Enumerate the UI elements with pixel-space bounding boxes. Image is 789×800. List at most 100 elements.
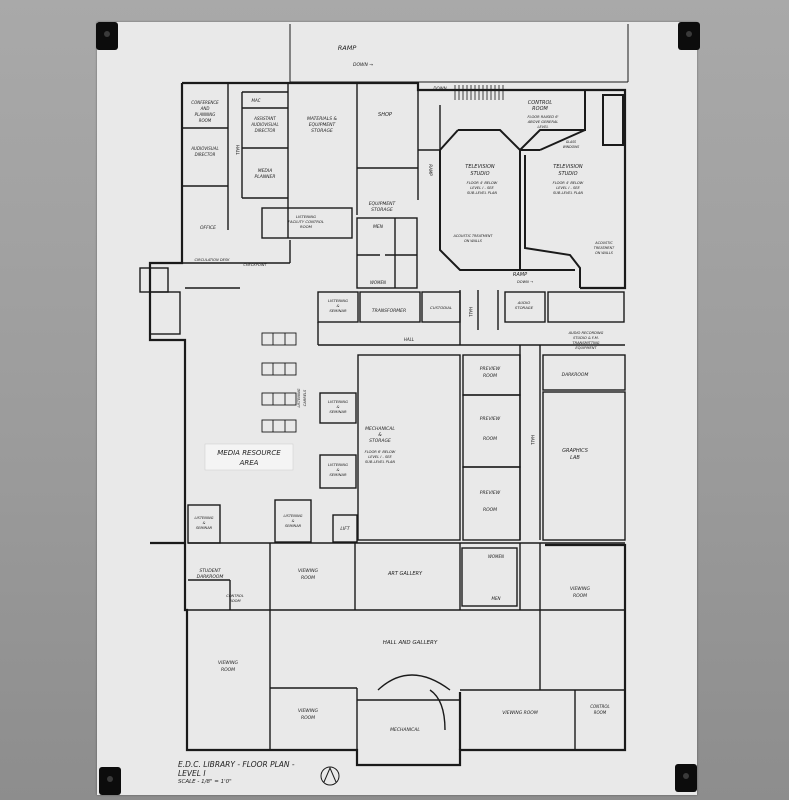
label-mechanical-note: SUB-LEVEL PLAN — [365, 460, 395, 464]
label-control-room-br: CONTROL — [590, 704, 610, 709]
label-listening-seminar-2: SEMINAR — [329, 409, 347, 414]
label-glass-windows: GLASS — [566, 140, 576, 144]
label-down-stair: DOWN — [433, 86, 446, 91]
title-block: E.D.C. LIBRARY - FLOOR PLAN - LEVEL I SC… — [178, 760, 296, 792]
label-viewing-room-left: ROOM — [221, 667, 235, 673]
label-preview-1: ROOM — [483, 373, 497, 379]
label-audio-recording: STUDIO & F.M. — [573, 336, 599, 340]
label-control-room-br: ROOM — [594, 710, 607, 715]
label-ramp-down: RAMP — [513, 272, 527, 278]
corner-clip — [678, 22, 700, 50]
label-darkroom: DARKROOM — [562, 372, 589, 378]
label-listening-carrels: CARRELS — [303, 389, 307, 406]
label-conference: AND — [200, 106, 210, 111]
label-women-bottom: WOMEN — [488, 554, 504, 559]
label-tv-studio-2-note: FLOOR 4' BELOW — [553, 181, 584, 185]
label-equipment-storage: EQUIPMENT — [369, 201, 397, 207]
label-control-room-small: CONTROL — [226, 594, 244, 598]
plan-scale: SCALE - 1/8" = 1'0" — [178, 779, 232, 785]
media-resource-label-card — [204, 443, 294, 471]
label-down-top: DOWN → — [353, 62, 373, 68]
label-mac: MAC — [252, 98, 261, 103]
label-control-room: CONTROL — [528, 100, 553, 106]
label-viewing-room-bottom: ROOM — [301, 715, 315, 721]
label-materials-storage: STORAGE — [311, 128, 333, 134]
label-hall-and-gallery: HALL AND GALLERY — [383, 640, 438, 646]
label-listening-control: ROOM — [300, 224, 313, 229]
room-labels: RAMP DOWN → DOWN CONFERENCE AND PLANNING… — [190, 44, 615, 733]
label-listening-seminar-3: & — [337, 467, 340, 472]
label-viewing-room-bottom: VIEWING — [298, 708, 318, 714]
interior-walls — [139, 83, 626, 750]
label-listening-carrels: LISTENING — [297, 388, 301, 407]
north-arrow-pointer — [323, 766, 337, 783]
label-hall-mid: HALL — [404, 337, 414, 342]
label-lift: LIFT — [340, 526, 350, 532]
label-shop: SHOP — [378, 112, 392, 118]
label-materials-storage: EQUIPMENT — [309, 122, 337, 128]
label-hall-right: HALL — [530, 435, 535, 445]
plan-sheet — [97, 22, 697, 795]
label-listening-control: LISTENING — [296, 214, 316, 219]
label-control-room-small: ROOM — [229, 599, 240, 603]
label-tv-studio-1: TELEVISION — [465, 164, 495, 170]
label-ramp-top: RAMP — [338, 44, 357, 52]
plan-title-line1: E.D.C. LIBRARY - FLOOR PLAN - — [178, 760, 295, 769]
label-mechanical: MECHANICAL — [390, 727, 420, 733]
corner-clip — [99, 767, 121, 795]
corner-clip — [675, 764, 697, 792]
label-listening-seminar-1: SEMINAR — [329, 308, 347, 313]
label-tv-studio-1-note: LEVEL I - SEE — [470, 186, 494, 190]
label-audio-recording: TRANSMITTING — [572, 341, 599, 345]
label-equipment-storage: STORAGE — [371, 207, 393, 213]
label-acoustic-2: ON WALLS — [595, 251, 614, 255]
label-tv-studio-1-note: SUB-LEVEL PLAN — [467, 191, 497, 195]
label-control-room-note: LEVEL — [537, 125, 548, 129]
label-materials-storage: MATERIALS & — [307, 116, 338, 122]
label-tv-studio-2: TELEVISION — [553, 164, 583, 170]
label-circulation-desk: CIRCULATION DESK — [195, 258, 231, 262]
label-assistant-director: DIRECTOR — [255, 128, 276, 133]
label-listening-seminar-3: SEMINAR — [329, 472, 347, 477]
label-audio-storage: STORAGE — [515, 305, 534, 310]
label-media-planner: PLANNER — [254, 174, 275, 180]
label-listening-seminar-2: & — [337, 404, 340, 409]
label-viewing-room-right: ROOM — [573, 593, 587, 599]
label-assistant-director: ASSISTANT — [253, 116, 276, 121]
label-tv-studio-2-note: SUB-LEVEL PLAN — [553, 191, 583, 195]
label-mechanical-storage: & — [378, 432, 382, 438]
label-listening-seminar-5: LISTENING — [283, 514, 302, 518]
label-ramp-down: DOWN → — [517, 280, 533, 284]
label-tv-studio-2: STUDIO — [558, 171, 577, 177]
label-checkpoint: CHECKPOINT — [243, 263, 267, 267]
label-audio-recording: EQUIPMENT — [575, 346, 597, 350]
label-listening-seminar-2: LISTENING — [328, 399, 348, 404]
corner-clip — [96, 22, 118, 50]
label-graphics-lab: GRAPHICS — [562, 448, 589, 454]
label-listening-seminar-1: & — [337, 303, 340, 308]
label-media-resource: AREA — [239, 459, 259, 467]
label-preview-1: PREVIEW — [480, 366, 501, 372]
label-viewing-room-1: ROOM — [301, 575, 315, 581]
label-audio-storage: AUDIO — [517, 300, 530, 305]
label-control-room-note: FLOOR RAISED 6' — [527, 115, 558, 119]
top-ramp — [289, 24, 629, 83]
label-student-darkroom: DARKROOM — [197, 574, 224, 580]
label-preview-2: ROOM — [483, 436, 497, 442]
label-hall-v: HALL — [468, 307, 473, 317]
label-control-room-note: ABOVE GENERAL — [527, 120, 559, 124]
label-media-resource: MEDIA RESOURCE — [217, 449, 281, 457]
label-conference: ROOM — [199, 118, 212, 123]
label-custodial: CUSTODIAL — [430, 305, 452, 310]
label-listening-seminar-5: & — [292, 519, 295, 523]
label-men-bottom: MEN — [492, 596, 501, 601]
label-mechanical-note: LEVEL I - SEE — [368, 455, 392, 459]
label-listening-seminar-4: SEMINAR — [196, 526, 213, 530]
plan-title-line2: LEVEL I — [178, 769, 206, 778]
label-transformer: TRANSFORMER — [372, 308, 406, 314]
label-graphics-lab: LAB — [570, 455, 580, 461]
label-tv-studio-1: STUDIO — [470, 171, 489, 177]
label-listening-seminar-3: LISTENING — [328, 462, 348, 467]
